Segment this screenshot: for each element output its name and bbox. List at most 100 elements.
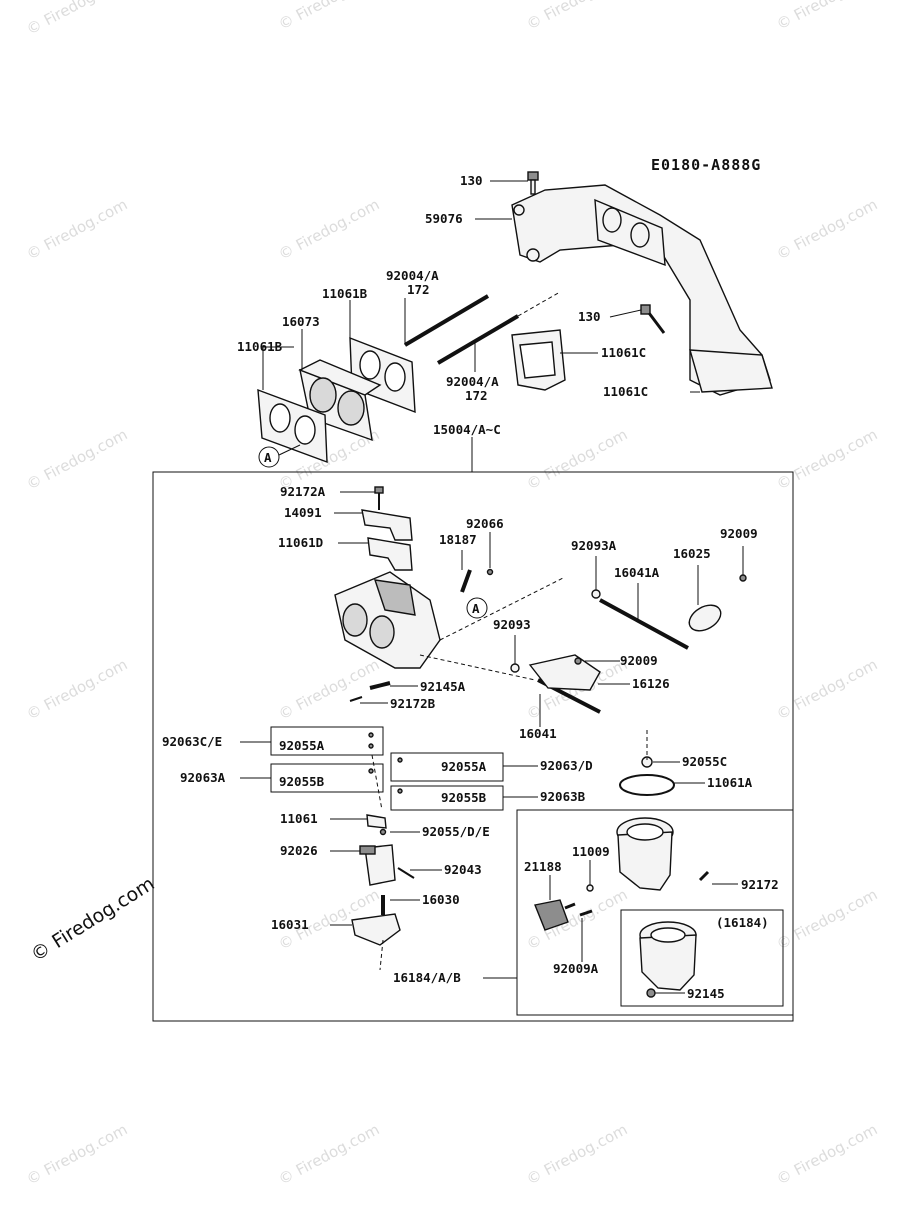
part-label: 16025 <box>673 546 711 561</box>
float-bowl-sub-box <box>516 809 794 1016</box>
watermark: © Firedog.com <box>275 0 382 34</box>
part-label: 92055B <box>279 774 325 789</box>
watermark-large: © Firedog.com <box>27 873 158 967</box>
screw-92009 <box>739 574 747 582</box>
pin-92043 <box>397 867 415 879</box>
part-label: 16073 <box>282 314 320 329</box>
float-bowl-variant <box>639 921 697 991</box>
part-label: 92093 <box>493 617 531 632</box>
watermark: © Firedog.com <box>275 1120 382 1188</box>
watermark: © Firedog.com <box>523 1120 630 1188</box>
manifold-bolt-lower <box>640 304 666 334</box>
screw-92172b <box>349 696 363 702</box>
part-label: 11009 <box>572 844 610 859</box>
idle-spring-92145a <box>369 681 391 690</box>
jet <box>368 732 374 738</box>
watermark: © Firedog.com <box>23 0 130 39</box>
bowl-variant-box <box>620 909 784 1007</box>
part-label: 16031 <box>271 917 309 932</box>
part-label: 92066 <box>466 516 504 531</box>
callout-a-carb <box>466 597 488 619</box>
screw-92145 <box>646 988 656 998</box>
watermark: © Firedog.com <box>773 0 880 34</box>
part-label: 92172A <box>280 484 326 499</box>
part-label: 172 <box>465 388 488 403</box>
screw-92172 <box>698 870 710 882</box>
watermark: © Firedog.com <box>523 0 630 34</box>
callout-a-upper <box>258 446 280 468</box>
jet <box>368 768 374 774</box>
jet-group-box-3 <box>390 752 504 782</box>
part-label: 92172 <box>741 877 779 892</box>
part-label: 11061C <box>601 345 646 360</box>
part-label: 11061B <box>322 286 368 301</box>
stud-lower <box>436 314 520 365</box>
watermark: © Firedog.com <box>23 1120 130 1188</box>
part-label: 11061B <box>237 339 283 354</box>
watermark: © Firedog.com <box>773 885 880 953</box>
intake-manifold <box>511 184 773 396</box>
jet <box>397 757 403 763</box>
part-label: 92055B <box>441 790 487 805</box>
carburetor-assembly-box <box>152 471 794 1022</box>
jet <box>397 788 403 794</box>
watermark: © Firedog.com <box>773 1120 880 1188</box>
gasket-11009 <box>586 884 594 892</box>
part-label: 14091 <box>284 505 322 520</box>
part-label: 92063/D <box>540 758 593 773</box>
part-label: 11061A <box>707 775 753 790</box>
watermark: © Firedog.com <box>523 425 630 493</box>
stud-upper <box>403 294 490 347</box>
part-label: 18187 <box>439 532 477 547</box>
part-label: 16041A <box>614 565 660 580</box>
watermark: © Firedog.com <box>773 655 880 723</box>
part-label: (16184) <box>716 915 769 930</box>
carburetor-body <box>334 571 441 669</box>
part-labels: 130 59076 92004/A 172 11061B 16073 11061… <box>162 173 779 1001</box>
part-label: 16184/A/B <box>393 970 461 985</box>
diagram-code: E0180-A888G <box>651 156 761 174</box>
part-label: 92043 <box>444 862 482 877</box>
part-label: 130 <box>460 173 483 188</box>
jet-92055 <box>379 828 387 836</box>
part-label: 92055/D/E <box>422 824 490 839</box>
part-label: 92009 <box>620 653 658 668</box>
watermark: © Firedog.com <box>773 195 880 263</box>
part-label: 15004/A~C <box>433 422 501 437</box>
o-ring-11061a <box>619 774 675 796</box>
callout-letter: A <box>472 601 480 616</box>
part-label: 92055A <box>279 738 325 753</box>
part-label: 92004/A <box>386 268 439 283</box>
float-bowl-16184 <box>616 817 674 891</box>
part-label: 92055A <box>441 759 487 774</box>
washer-92055c <box>641 756 653 768</box>
spring-18187 <box>460 569 472 593</box>
callout-letter: A <box>264 450 272 465</box>
stud-guide-line <box>517 291 561 317</box>
watermark: © Firedog.com <box>23 425 130 493</box>
jet-group-box-1 <box>270 726 384 756</box>
solenoid-21188 <box>534 899 576 931</box>
part-label: 92009A <box>553 961 599 976</box>
part-label: 16126 <box>632 676 670 691</box>
watermark: © Firedog.com <box>275 655 382 723</box>
pin-92066 <box>486 568 494 576</box>
part-label: 92026 <box>280 843 318 858</box>
part-label: 92145A <box>420 679 466 694</box>
part-label: 172 <box>407 282 430 297</box>
jet-group-box-4 <box>390 785 504 811</box>
screw-92009a <box>579 909 593 917</box>
part-label: 11061C <box>603 384 648 399</box>
part-label: 92063C/E <box>162 734 222 749</box>
part-label: 16030 <box>422 892 460 907</box>
part-label: 11061D <box>278 535 323 550</box>
choke-valve-16025 <box>688 604 722 632</box>
gasket-11061 <box>366 814 387 829</box>
part-label: 92055C <box>682 754 727 769</box>
part-label: 92145 <box>687 986 725 1001</box>
part-label: 92093A <box>571 538 617 553</box>
leader-lines <box>240 180 744 994</box>
part-label: 92009 <box>720 526 758 541</box>
part-label: 92063B <box>540 789 586 804</box>
